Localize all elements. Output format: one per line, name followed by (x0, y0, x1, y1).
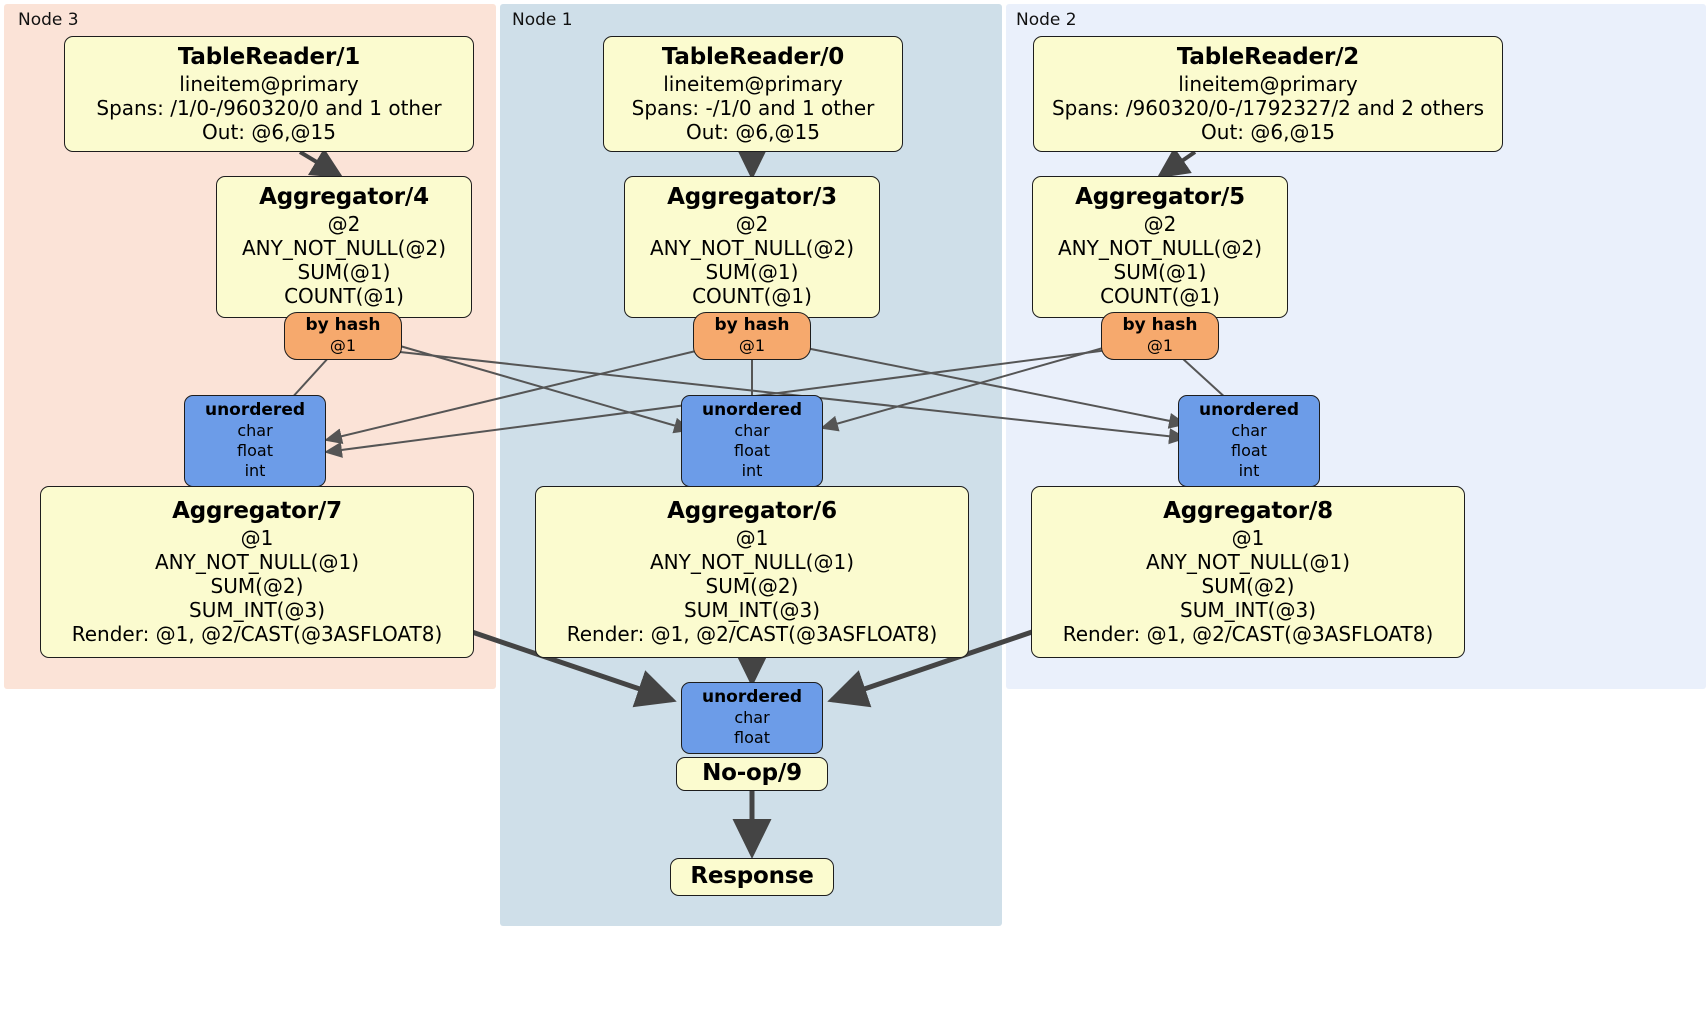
processor-tablereader-0[interactable]: TableReader/0 lineitem@primary Spans: -/… (603, 36, 903, 152)
synchronizer-title: unordered (204, 400, 306, 421)
processor-tablereader-2[interactable]: TableReader/2 lineitem@primary Spans: /9… (1033, 36, 1503, 152)
router-title: by hash (714, 315, 790, 336)
processor-title: Aggregator/6 (667, 498, 837, 525)
processor-detail: @1 (735, 525, 769, 550)
processor-title: Aggregator/8 (1163, 498, 1333, 525)
processor-detail: ANY_NOT_NULL(@1) (155, 549, 359, 574)
processor-title: TableReader/2 (1176, 44, 1360, 71)
processor-title: Aggregator/5 (1075, 184, 1245, 211)
synchronizer-title: unordered (701, 400, 803, 421)
router-detail: @1 (1146, 335, 1174, 355)
synchronizer-type: char (734, 707, 770, 727)
processor-detail: lineitem@primary (179, 71, 359, 96)
processor-title: TableReader/1 (177, 44, 361, 71)
processor-detail: COUNT(@1) (284, 283, 404, 308)
processor-detail: Out: @6,@15 (686, 119, 820, 144)
processor-aggregator-7[interactable]: Aggregator/7 @1 ANY_NOT_NULL(@1) SUM(@2)… (40, 486, 474, 658)
router-title: by hash (305, 315, 381, 336)
processor-detail: Spans: /1/0-/960320/0 and 1 other (96, 95, 442, 120)
processor-detail: SUM_INT(@3) (1180, 597, 1316, 622)
processor-response[interactable]: Response (670, 858, 834, 896)
processor-noop-9[interactable]: No-op/9 (676, 757, 828, 791)
router-title: by hash (1122, 315, 1198, 336)
synchronizer-type: char (1231, 420, 1267, 440)
processor-detail: @1 (240, 525, 274, 550)
processor-detail: @1 (1231, 525, 1265, 550)
synchronizer-unordered-left[interactable]: unordered char float int (184, 395, 326, 487)
processor-detail: ANY_NOT_NULL(@1) (650, 549, 854, 574)
processor-title: No-op/9 (702, 760, 802, 787)
synchronizer-type: int (741, 460, 763, 480)
router-by-hash-center[interactable]: by hash @1 (693, 312, 811, 360)
router-detail: @1 (738, 335, 766, 355)
processor-aggregator-3[interactable]: Aggregator/3 @2 ANY_NOT_NULL(@2) SUM(@1)… (624, 176, 880, 318)
synchronizer-type: int (244, 460, 266, 480)
processor-aggregator-4[interactable]: Aggregator/4 @2 ANY_NOT_NULL(@2) SUM(@1)… (216, 176, 472, 318)
synchronizer-title: unordered (1198, 400, 1300, 421)
processor-detail: SUM(@2) (705, 573, 799, 598)
processor-tablereader-1[interactable]: TableReader/1 lineitem@primary Spans: /1… (64, 36, 474, 152)
synchronizer-type: float (734, 727, 770, 747)
processor-detail: @2 (327, 211, 361, 236)
processor-detail: SUM(@1) (297, 259, 391, 284)
synchronizer-type: int (1238, 460, 1260, 480)
processor-detail: ANY_NOT_NULL(@1) (1146, 549, 1350, 574)
processor-title: Aggregator/3 (667, 184, 837, 211)
processor-detail: ANY_NOT_NULL(@2) (242, 235, 446, 260)
router-detail: @1 (329, 335, 357, 355)
processor-detail: lineitem@primary (663, 71, 843, 96)
processor-detail: SUM_INT(@3) (684, 597, 820, 622)
synchronizer-unordered-center[interactable]: unordered char float int (681, 395, 823, 487)
processor-aggregator-8[interactable]: Aggregator/8 @1 ANY_NOT_NULL(@1) SUM(@2)… (1031, 486, 1465, 658)
processor-aggregator-5[interactable]: Aggregator/5 @2 ANY_NOT_NULL(@2) SUM(@1)… (1032, 176, 1288, 318)
processor-title: Aggregator/7 (172, 498, 342, 525)
processor-detail: SUM(@1) (1113, 259, 1207, 284)
synchronizer-type: float (237, 440, 273, 460)
synchronizer-type: char (237, 420, 273, 440)
processor-detail: COUNT(@1) (1100, 283, 1220, 308)
processor-render: Render: @1, @2/CAST(@3ASFLOAT8) (71, 621, 443, 646)
panel-label-node-1: Node 1 (512, 10, 573, 30)
processor-render: Render: @1, @2/CAST(@3ASFLOAT8) (1062, 621, 1434, 646)
processor-detail: SUM(@1) (705, 259, 799, 284)
synchronizer-type: char (734, 420, 770, 440)
router-by-hash-left[interactable]: by hash @1 (284, 312, 402, 360)
processor-detail: Spans: -/1/0 and 1 other (631, 95, 875, 120)
processor-detail: Out: @6,@15 (202, 119, 336, 144)
router-by-hash-right[interactable]: by hash @1 (1101, 312, 1219, 360)
processor-detail: SUM_INT(@3) (189, 597, 325, 622)
processor-detail: SUM(@2) (210, 573, 304, 598)
processor-detail: lineitem@primary (1178, 71, 1358, 96)
processor-detail: COUNT(@1) (692, 283, 812, 308)
processor-detail: ANY_NOT_NULL(@2) (650, 235, 854, 260)
synchronizer-type: float (734, 440, 770, 460)
synchronizer-type: float (1231, 440, 1267, 460)
processor-title: TableReader/0 (661, 44, 845, 71)
processor-title: Aggregator/4 (259, 184, 429, 211)
panel-label-node-3: Node 3 (18, 10, 79, 30)
processor-detail: @2 (1143, 211, 1177, 236)
processor-detail: @2 (735, 211, 769, 236)
processor-aggregator-6[interactable]: Aggregator/6 @1 ANY_NOT_NULL(@1) SUM(@2)… (535, 486, 969, 658)
processor-render: Render: @1, @2/CAST(@3ASFLOAT8) (566, 621, 938, 646)
processor-detail: SUM(@2) (1201, 573, 1295, 598)
processor-title: Response (690, 863, 814, 890)
processor-detail: ANY_NOT_NULL(@2) (1058, 235, 1262, 260)
processor-detail: Spans: /960320/0-/1792327/2 and 2 others (1051, 95, 1484, 120)
synchronizer-unordered-right[interactable]: unordered char float int (1178, 395, 1320, 487)
synchronizer-unordered-final[interactable]: unordered char float (681, 682, 823, 754)
processor-detail: Out: @6,@15 (1201, 119, 1335, 144)
panel-label-node-2: Node 2 (1016, 10, 1077, 30)
synchronizer-title: unordered (701, 687, 803, 708)
